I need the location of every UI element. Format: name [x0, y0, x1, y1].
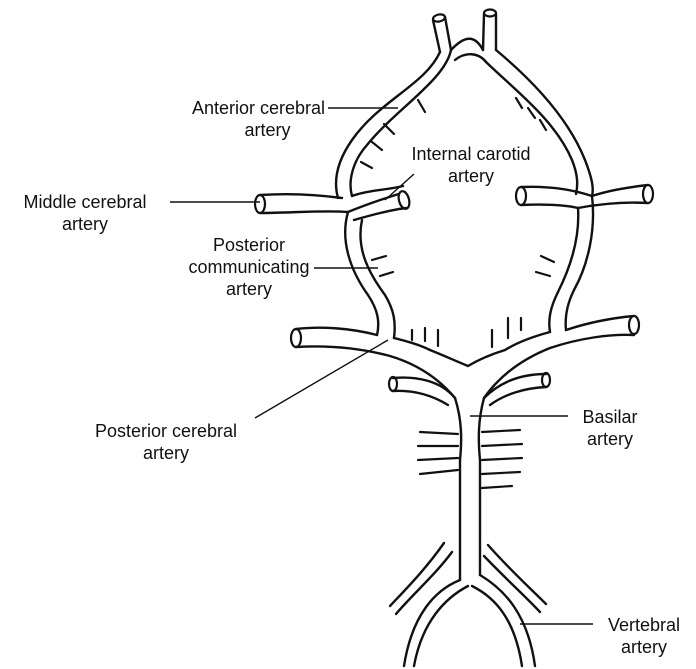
basilar-artery — [389, 373, 550, 580]
posterior-communicating-artery-left — [345, 212, 394, 338]
leader-posterior-cerebral — [255, 340, 388, 418]
label-vertebral-artery: Vertebral artery — [596, 614, 692, 658]
middle-cerebral-artery-left — [255, 194, 348, 213]
label-posterior-communicating-artery: Posterior communicating artery — [186, 234, 312, 300]
label-basilar-line2: artery — [570, 428, 650, 450]
posterior-communicating-artery-right — [536, 196, 593, 332]
label-middle-cerebral-artery: Middle cerebral artery — [6, 191, 164, 235]
internal-carotid-artery — [348, 186, 411, 220]
label-anterior-cerebral-line1: Anterior cerebral — [150, 97, 325, 119]
label-vertebral-line1: Vertebral — [596, 614, 692, 636]
vertebral-artery-left — [390, 543, 468, 666]
circle-posterior-border — [412, 318, 521, 366]
label-posterior-cerebral-line2: artery — [76, 442, 256, 464]
label-internal-carotid-artery: Internal carotid artery — [396, 143, 546, 187]
label-posterior-communicating-line1: Posterior — [186, 234, 312, 256]
label-middle-cerebral-line1: Middle cerebral — [6, 191, 164, 213]
label-internal-carotid-line1: Internal carotid — [396, 143, 546, 165]
label-posterior-cerebral-artery: Posterior cerebral artery — [76, 420, 256, 464]
label-internal-carotid-line2: artery — [396, 165, 546, 187]
label-anterior-cerebral-line2: artery — [150, 119, 325, 141]
label-anterior-cerebral-artery: Anterior cerebral artery — [150, 97, 325, 141]
label-basilar-artery: Basilar artery — [570, 406, 650, 450]
label-posterior-communicating-line3: artery — [186, 278, 312, 300]
vertebral-artery-right — [472, 545, 546, 666]
label-posterior-cerebral-line1: Posterior cerebral — [76, 420, 256, 442]
label-vertebral-line2: artery — [596, 636, 692, 658]
label-basilar-line1: Basilar — [570, 406, 650, 428]
label-posterior-communicating-line2: communicating — [186, 256, 312, 278]
label-middle-cerebral-line2: artery — [6, 213, 164, 235]
posterior-cerebral-artery-left — [291, 328, 455, 398]
middle-cerebral-artery-right — [516, 185, 653, 208]
anterior-cerebral-artery — [432, 10, 496, 53]
